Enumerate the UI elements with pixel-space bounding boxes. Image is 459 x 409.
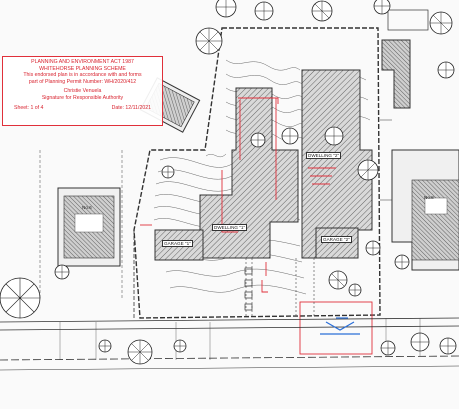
street-lines: [0, 317, 459, 371]
label-garage-2: GARAGE "2": [321, 236, 352, 243]
driveway-bollards: [244, 267, 253, 311]
label-dwelling-1: DWELLING "1": [212, 224, 248, 231]
label-garage-1: GARAGE "1": [162, 240, 193, 247]
stamp-officer: Christie Venuela: [63, 88, 102, 95]
stormwater-symbol: [320, 317, 360, 335]
property-boundary: [133, 27, 381, 319]
neighbour-house-right-top: [381, 39, 411, 109]
stamp-line-1: This endorsed plan is in accordance with…: [23, 72, 142, 79]
stamp-act-title: PLANNING AND ENVIRONMENT ACT 1987: [31, 59, 134, 65]
stamp-date: Date: 12/11/2021: [111, 104, 151, 111]
stamp-sheet-row: Sheet: 1 of 4 Date: 12/11/2021: [6, 105, 159, 112]
planning-endorsement-stamp: PLANNING AND ENVIRONMENT ACT 1987 WHITEH…: [2, 56, 163, 126]
label-dwelling-2: DWELLING "2": [306, 152, 342, 159]
stamp-signature-label: Signature for Responsible Authority: [41, 94, 124, 101]
stamp-line-2: part of Planning Permit Number: WH/2020/…: [28, 78, 137, 85]
garage-2-footprint: [315, 227, 359, 259]
stamp-sheet: Sheet: 1 of 4: [14, 104, 44, 111]
stamp-scheme: WHITEHORSE PLANNING SCHEME: [39, 65, 126, 72]
trees: [0, 0, 457, 365]
label-no-right: No.8: [424, 195, 434, 200]
label-no-left: No.6: [82, 205, 92, 210]
red-setback-lines: [140, 97, 373, 355]
dwelling-1-footprint: [199, 87, 299, 259]
